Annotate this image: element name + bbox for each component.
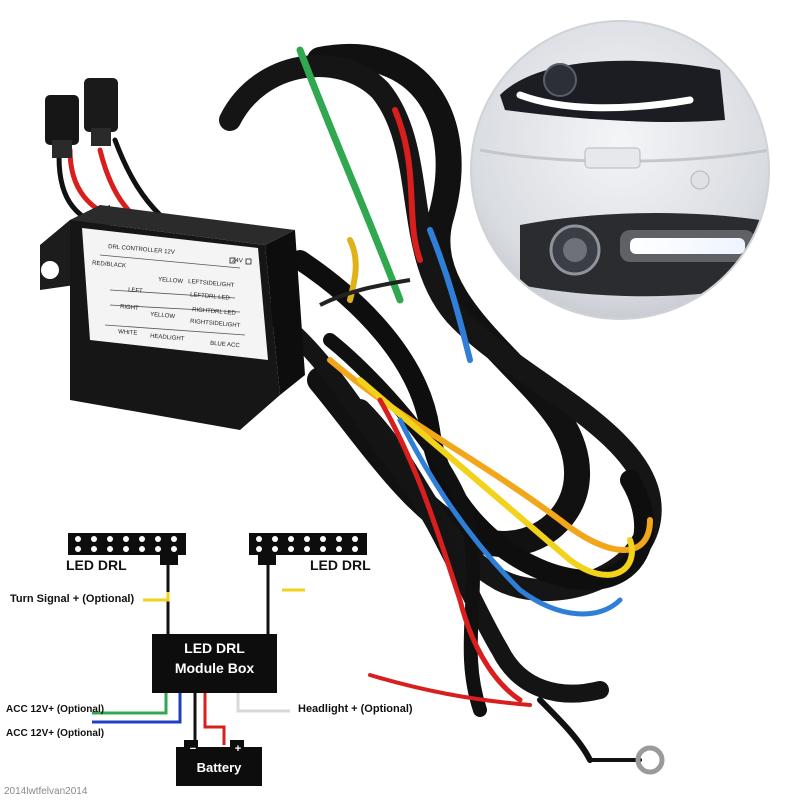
sticker-wire-color-2: LEFT [127, 287, 143, 295]
wire-acc-blue [92, 693, 182, 724]
connector-plug-left [45, 95, 79, 145]
wire-connectors [45, 78, 118, 158]
sticker-checkbox-12v [229, 257, 236, 264]
watermark-text: 2014lwtfelvan2014 [4, 786, 88, 797]
headlight-label: Headlight + (Optional) [298, 703, 413, 715]
drl-bar [630, 238, 745, 254]
battery-label: Battery [196, 760, 242, 775]
battery-body [176, 747, 262, 786]
sticker-checkbox-24v [245, 258, 252, 265]
led-drl-left-label: LED DRL [66, 557, 127, 573]
led-drl-right-label: LED DRL [310, 557, 371, 573]
wire-turn-signal-left [143, 592, 170, 602]
wiring-diagram [68, 533, 367, 786]
turn-signal-label: Turn Signal + (Optional) [10, 593, 135, 605]
battery-terminal-negative [184, 740, 198, 748]
battery-minus-sign: − [189, 743, 197, 755]
wire-headlight-white [236, 693, 290, 713]
battery-terminal-positive [230, 740, 244, 748]
module-box-label-line1: LED DRL [184, 640, 245, 656]
sticker-option-24v: 24V [231, 257, 243, 265]
module-box-label-line2: Module Box [174, 660, 255, 676]
headlight-drl-strip [516, 91, 694, 112]
acc-label-1: ACC 12V+ (Optional) [6, 704, 105, 715]
acc-label-2: ACC 12V+ (Optional) [6, 728, 105, 739]
zip-tie [319, 278, 411, 307]
battery-plus-sign: + [234, 743, 242, 755]
wire-acc-green [92, 693, 168, 715]
wire-battery-red [203, 693, 226, 745]
drl-controller-box [40, 205, 305, 430]
car-inset-photo [470, 20, 770, 320]
led-drl-module-box [152, 634, 277, 693]
wire-harness [56, 43, 665, 775]
connector-plug-right [84, 78, 118, 132]
ring-terminal [635, 745, 665, 775]
